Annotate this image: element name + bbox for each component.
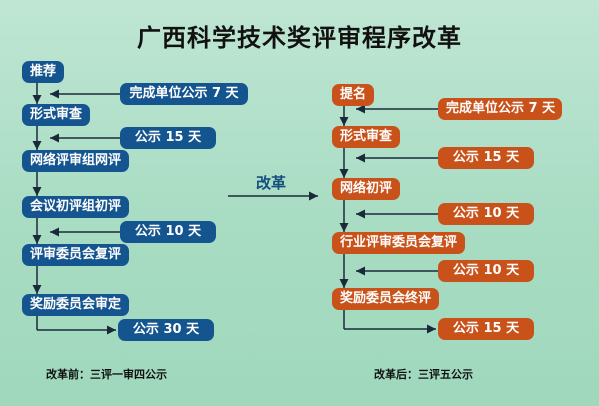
right-notice-3: 公示 10 天 xyxy=(438,203,534,225)
left-step-network-review: 网络评审组网评 xyxy=(22,150,130,172)
right-step-network-initial-review: 网络初评 xyxy=(332,178,401,200)
diagram-title: 广西科学技术奖评审程序改革 xyxy=(137,24,462,52)
right-step-award-committee-final-review: 奖励委员会终评 xyxy=(332,288,440,310)
left-notice-1: 完成单位公示 7 天 xyxy=(120,83,248,105)
right-step-nominate: 提名 xyxy=(332,84,375,106)
right-notice-4: 公示 10 天 xyxy=(438,260,534,282)
after-reform-note: 改革后：三评五公示 xyxy=(374,368,473,381)
before-reform-note: 改革前：三评一审四公示 xyxy=(46,368,167,381)
left-step-award-committee-approval: 奖励委员会审定 xyxy=(22,294,130,316)
right-step-formal-review: 形式审查 xyxy=(332,126,401,148)
left-notice-4: 公示 30 天 xyxy=(118,319,214,341)
left-step-recommend: 推荐 xyxy=(22,61,65,83)
left-notice-2: 公示 15 天 xyxy=(120,127,216,149)
left-notice-3: 公示 10 天 xyxy=(120,221,216,243)
reform-label: 改革 xyxy=(256,174,287,192)
left-step-committee-re-review: 评审委员会复评 xyxy=(22,244,130,266)
left-step-formal-review: 形式审查 xyxy=(22,104,91,126)
right-notice-2: 公示 15 天 xyxy=(438,147,534,169)
right-notice-1: 完成单位公示 7 天 xyxy=(438,98,562,120)
right-notice-5: 公示 15 天 xyxy=(438,318,534,340)
right-step-industry-committee-re-review: 行业评审委员会复评 xyxy=(332,232,466,254)
left-step-meeting-initial-review: 会议初评组初评 xyxy=(22,196,130,218)
